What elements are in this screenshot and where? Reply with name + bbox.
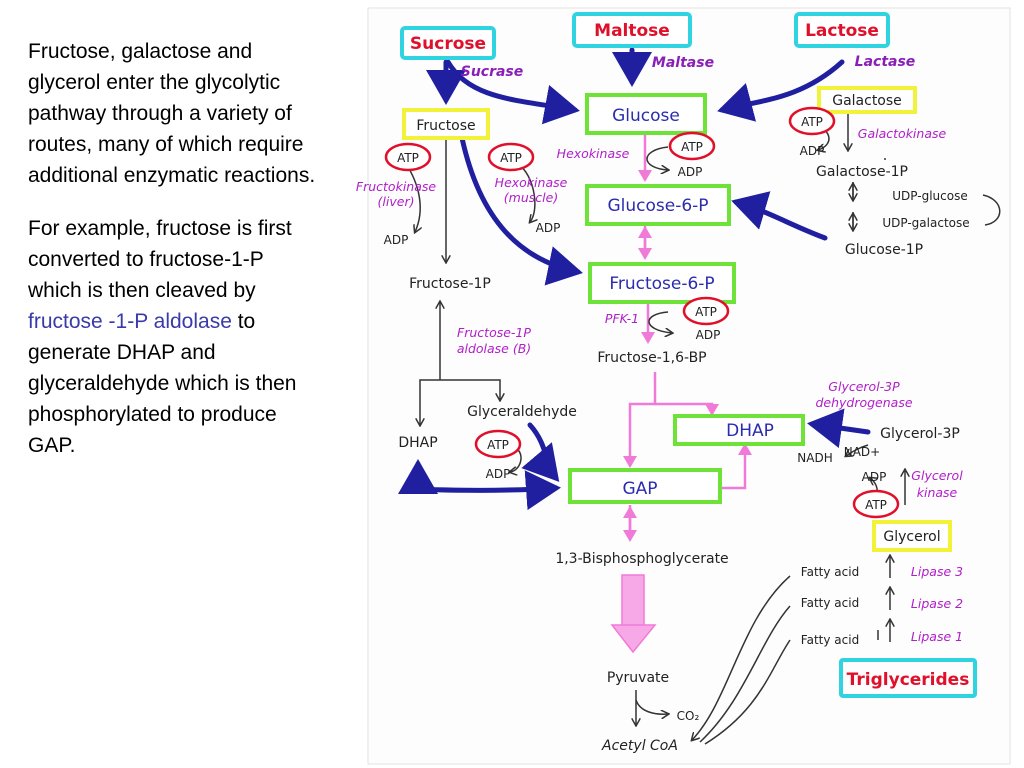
glycerol-box: [872, 520, 952, 552]
pyruvate-label: Pyruvate: [607, 670, 669, 686]
fructose-1p-aldolase-highlight: fructose -1-P aldolase: [28, 310, 232, 333]
dhap-box-label: DHAP: [726, 421, 774, 441]
blue-arrows: [398, 47, 871, 511]
lipase-3-label: Lipase 3: [911, 564, 963, 579]
g3p-dehydrogenase-label-1: Glycerol-3P: [828, 379, 900, 394]
sucrase-label: Sucrase: [461, 64, 524, 80]
atp-label-hexokinase: ATP: [681, 140, 703, 154]
maltose-label: Maltose: [594, 21, 670, 41]
glyceraldehyde-label: Glyceraldehyde: [467, 404, 577, 420]
paragraph-2-end: to generate DHAP and glyceraldehyde whic…: [28, 310, 297, 457]
adp-label-triokinase: ADP: [486, 467, 511, 481]
arrow-dhap-gap: [407, 470, 561, 511]
hexokinase-muscle-label-2: (muscle): [504, 190, 558, 205]
atp-label-triokinase: ATP: [487, 438, 509, 452]
galactose-1p-label: Galactose-1P: [816, 164, 908, 180]
glucose-label: Glucose: [612, 106, 680, 126]
g3p-dehydrogenase-label-2: dehydrogenase: [815, 395, 912, 410]
glucose-6p-box: [585, 184, 731, 226]
lactose-label: Lactose: [805, 21, 879, 41]
arrow-glucose1p-glucose6p: [731, 191, 828, 241]
galactokinase-label: Galactokinase: [858, 126, 947, 141]
atp-circles: [384, 106, 900, 519]
nadh-label: NADH: [797, 451, 832, 465]
lactose-box: [794, 12, 890, 48]
arrow-glyceraldehyde-gap: [521, 422, 560, 482]
sucrose-box: [400, 26, 496, 60]
description-text: Fructose, galactose and glycerol enter t…: [28, 36, 318, 483]
hexokinase-label: Hexokinase: [557, 146, 630, 161]
fructose-6p-label: Fructose-6-P: [609, 274, 714, 294]
atp-label-pfk: ATP: [695, 305, 717, 319]
udp-glucose-label: UDP-glucose: [892, 189, 967, 203]
nad-label: NAD+: [844, 445, 880, 459]
adp-label-hexokinase: ADP: [678, 165, 703, 179]
glucose-1p-label: Glucose-1P: [845, 242, 923, 258]
galactose-label: Galactose: [832, 93, 902, 109]
fructose-label: Fructose: [416, 118, 475, 134]
fructose-16bp-label: Fructose-1,6-BP: [597, 350, 706, 366]
dhap-left-label: DHAP: [398, 435, 437, 451]
fructose-box: [402, 108, 490, 140]
atp-label-galactokinase: ATP: [801, 115, 823, 129]
lipase-1-label: Lipase 1: [911, 629, 963, 644]
glycerol-kinase-label-2: kinase: [917, 485, 958, 500]
atp-label-fructokinase: ATP: [397, 151, 419, 165]
bpg-label: 1,3-Bisphosphoglycerate: [555, 551, 728, 567]
arrow-lactose-glucose: [717, 59, 845, 122]
adp-label-galactokinase: ADP: [800, 144, 825, 158]
fructose-1p-label: Fructose-1P: [409, 276, 491, 292]
fructose-6p-box: [588, 262, 736, 304]
arrow-glycerol3p-dhap: [807, 408, 871, 449]
atp-label-glycerol-kinase: ATP: [865, 498, 887, 512]
co2-label: CO₂: [677, 709, 700, 723]
sucrose-label: Sucrose: [410, 34, 486, 54]
glycerol-label: Glycerol: [883, 529, 940, 545]
paragraph-2-start: For example, fructose is first converted…: [28, 217, 292, 302]
galactose-box: [817, 86, 917, 114]
acetyl-coa-label: Acetyl CoA: [601, 738, 678, 754]
hexokinase-muscle-label-1: Hexokinase: [495, 175, 568, 190]
fatty-acid-1-label: Fatty acid: [801, 633, 859, 647]
gap-label: GAP: [622, 479, 657, 499]
pfk-label: PFK-1: [605, 311, 639, 326]
adp-label-fructokinase: ADP: [384, 233, 409, 247]
lactase-label: Lactase: [855, 54, 916, 70]
arrow-fructose-fructose6p: [459, 135, 583, 286]
big-pink-arrow: [610, 574, 657, 654]
node-labels: Sucrose Maltose Lactose Glucose Fructose…: [398, 21, 969, 754]
yellow-boxes: [402, 86, 952, 552]
paragraph-2: For example, fructose is first converted…: [28, 213, 318, 461]
glucose-box: [585, 93, 707, 135]
glycerol-kinase-label-1: Glycerol: [911, 468, 963, 483]
fructokinase-label-1: Fructokinase: [356, 179, 436, 194]
triglycerides-label: Triglycerides: [847, 670, 970, 690]
glucose-6p-label: Glucose-6-P: [607, 196, 708, 216]
cofactor-labels: ATP ATP ATP ATP ATP ATP ATP ADP ADP ADP …: [384, 115, 887, 512]
fatty-acid-2-label: Fatty acid: [801, 596, 859, 610]
atp-label-hexokinase-muscle: ATP: [500, 151, 522, 165]
maltose-box: [572, 12, 692, 48]
adp-label-hexokinase-muscle: ADP: [536, 221, 561, 235]
adp-label-pfk: ADP: [696, 328, 721, 342]
fructokinase-label-2: (liver): [378, 194, 415, 209]
enzyme-labels: Sucrase Maltase Lactase Hexokinase Galac…: [356, 54, 963, 644]
paragraph-1: Fructose, galactose and glycerol enter t…: [28, 40, 316, 187]
f1p-aldolase-label-2: aldolase (B): [457, 341, 531, 356]
lipase-2-label: Lipase 2: [911, 596, 963, 611]
maltase-label: Maltase: [652, 55, 714, 71]
green-boxes: [568, 93, 805, 504]
pink-arrows: [623, 133, 752, 542]
dhap-box: [673, 414, 805, 446]
fatty-acid-3-label: Fatty acid: [801, 565, 859, 579]
glycerol-3p-label: Glycerol-3P: [880, 426, 960, 442]
adp-label-glycerol-kinase: ADP: [862, 470, 887, 484]
udp-galactose-label: UDP-galactose: [882, 216, 969, 230]
cyan-boxes: [400, 12, 977, 698]
triglycerides-underline: [839, 658, 977, 698]
f1p-aldolase-label-1: Fructose-1P: [457, 325, 531, 340]
gap-box: [568, 468, 722, 504]
